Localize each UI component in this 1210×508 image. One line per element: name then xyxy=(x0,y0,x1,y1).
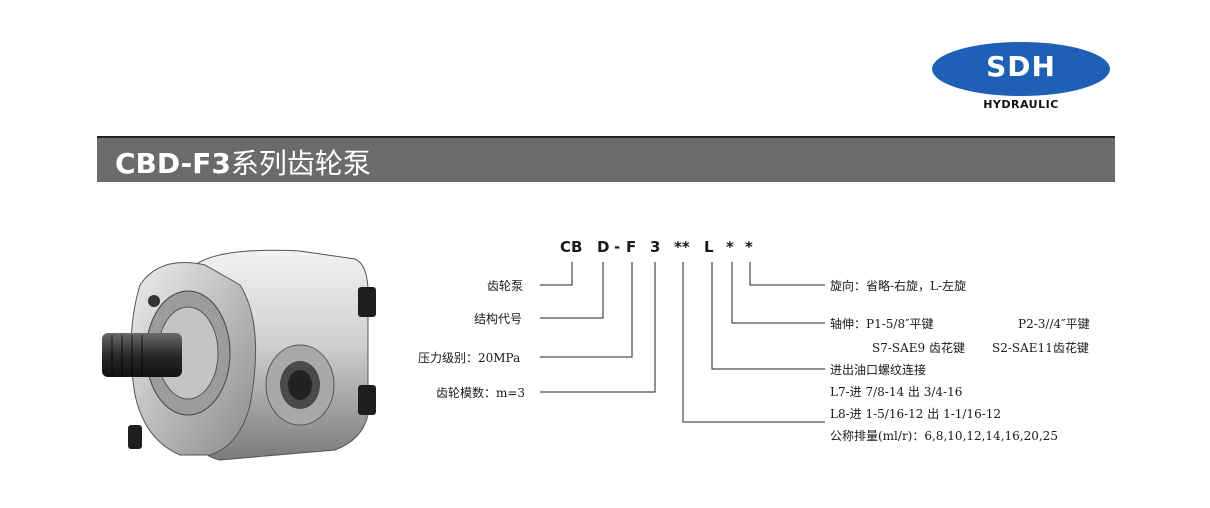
code-l: L xyxy=(704,238,714,256)
code-displacement: ** xyxy=(674,238,690,256)
label-displacement: 公称排量(ml/r)：6,8,10,12,14,16,20,25 xyxy=(830,429,1058,443)
logo-oval xyxy=(932,42,1110,96)
code-dash: - xyxy=(614,238,621,256)
code-f: F xyxy=(626,238,637,256)
label-pressure: 压力级别：20MPa xyxy=(418,351,521,365)
page-title: CBD-F3系列齿轮泵 xyxy=(115,142,371,182)
code-d: D xyxy=(597,238,610,256)
label-l8: L8-进 1-5/16-12 出 1-1/16-12 xyxy=(830,407,1002,421)
sdh-logo: SDH HYDRAULIC xyxy=(932,42,1112,114)
line-shaft xyxy=(731,262,825,324)
title-model: CBD-F3 xyxy=(115,147,231,180)
label-pump: 齿轮泵 xyxy=(487,279,524,293)
line-rotation xyxy=(749,262,825,286)
label-shaft-p2: P2-3//4″平键 xyxy=(1018,317,1090,331)
line-displacement xyxy=(682,262,825,423)
label-shaft: 轴伸：P1-5/8″平键 xyxy=(830,317,934,331)
line-port xyxy=(711,262,825,370)
label-shaft-s7: S7-SAE9 齿花键 xyxy=(872,341,966,355)
title-bar: CBD-F3系列齿轮泵 xyxy=(97,136,1115,182)
code-3: 3 xyxy=(650,238,661,256)
gear-pump-image xyxy=(102,249,376,461)
label-module: 齿轮模数：m=3 xyxy=(436,386,526,400)
line-structure xyxy=(540,262,604,319)
logo-subtitle: HYDRAULIC xyxy=(983,98,1059,111)
label-port: 进出油口螺纹连接 xyxy=(830,363,927,377)
line-pump xyxy=(540,262,573,286)
title-series: 系列齿轮泵 xyxy=(230,147,371,180)
code-cb: CB xyxy=(560,238,583,256)
line-module xyxy=(540,262,656,393)
label-l7: L7-进 7/8-14 出 3/4-16 xyxy=(830,385,963,399)
label-rotation: 旋向：省略-右旋，L-左旋 xyxy=(830,279,967,293)
code-rotation: * xyxy=(745,238,753,256)
line-pressure xyxy=(540,262,633,358)
logo-brand: SDH xyxy=(986,50,1056,83)
label-structure: 结构代号 xyxy=(474,312,523,326)
code-shaft: * xyxy=(726,238,734,256)
label-shaft-s2: S2-SAE11齿花键 xyxy=(992,341,1089,355)
